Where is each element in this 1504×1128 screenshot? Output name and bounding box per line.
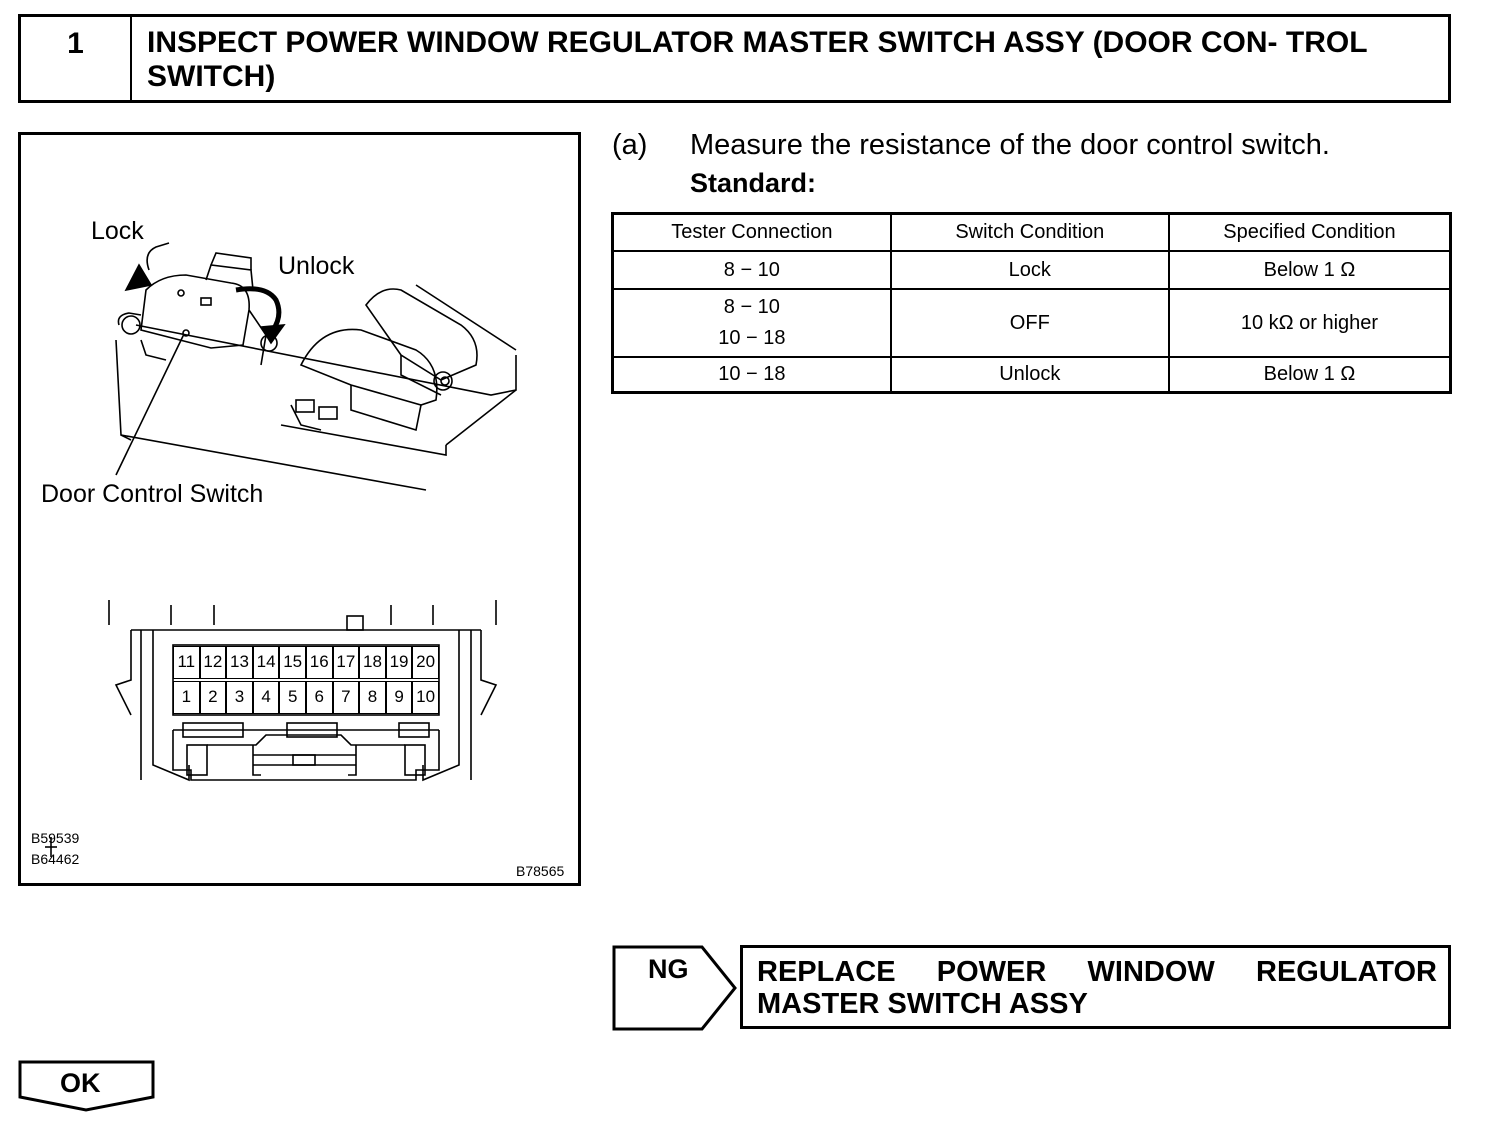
instruction-text: Measure the resistance of the door contr… xyxy=(690,129,1330,161)
unlock-label: Unlock xyxy=(278,252,355,280)
connector-pin: 3 xyxy=(226,681,253,714)
connector-pin: 5 xyxy=(279,681,306,714)
table-row: 8 − 10 Lock Below 1 Ω xyxy=(611,250,1452,290)
cell-connection: 10 − 18 xyxy=(611,356,892,394)
step-title: INSPECT POWER WINDOW REGULATOR MASTER SW… xyxy=(147,26,1367,93)
item-marker: (a) xyxy=(612,129,648,161)
connector-pin: 16 xyxy=(305,646,333,679)
table-row: 10 − 18 Unlock Below 1 Ω xyxy=(611,356,1452,394)
table-header-row: Tester Connection Switch Condition Speci… xyxy=(611,212,1452,252)
connector-pin: 1 xyxy=(173,681,200,714)
cell-connection-line: 10 − 18 xyxy=(718,327,786,349)
connector-pin: 19 xyxy=(385,646,413,679)
connector-pin: 4 xyxy=(252,681,280,714)
lock-label: Lock xyxy=(91,217,144,245)
spec-table: Tester Connection Switch Condition Speci… xyxy=(611,212,1452,394)
connector-pin: 2 xyxy=(199,681,227,714)
door-control-switch-label: Door Control Switch xyxy=(41,480,264,508)
connector-pin: 7 xyxy=(332,681,360,714)
cell-specified: Below 1 Ω xyxy=(1167,250,1452,290)
ng-action-line2: MASTER SWITCH ASSY xyxy=(757,988,1088,1020)
cell-connection: 8 − 10 10 − 18 xyxy=(611,288,892,358)
connector-pin: 20 xyxy=(412,646,439,679)
header-switch-condition: Switch Condition xyxy=(889,212,1170,252)
connector-pin: 17 xyxy=(332,646,360,679)
cell-connection: 8 − 10 xyxy=(611,250,892,290)
ok-label: OK xyxy=(60,1068,101,1098)
step-header: 1 INSPECT POWER WINDOW REGULATOR MASTER … xyxy=(18,14,1451,103)
step-number: 1 xyxy=(21,17,132,100)
table-row: 8 − 10 10 − 18 OFF 10 kΩ or higher xyxy=(611,288,1452,358)
connector-pin: 9 xyxy=(385,681,413,714)
header-tester-connection: Tester Connection xyxy=(611,212,892,252)
ng-action-box: REPLACE POWER WINDOW REGULATOR MASTER SW… xyxy=(740,945,1451,1029)
switch-illustration xyxy=(45,242,517,857)
connector-pin: 10 xyxy=(412,681,439,714)
ok-arrow-icon xyxy=(18,1060,155,1112)
connector-pin: 13 xyxy=(226,646,253,679)
standard-label: Standard: xyxy=(690,168,817,198)
connector-pin: 12 xyxy=(199,646,227,679)
figure-code-1: B59539 xyxy=(31,830,80,846)
connector-pin: 18 xyxy=(359,646,386,679)
cell-specified: 10 kΩ or higher xyxy=(1167,288,1452,358)
cell-condition: Unlock xyxy=(889,356,1170,394)
connector-pin: 6 xyxy=(305,681,333,714)
connector-pin: 14 xyxy=(252,646,280,679)
ng-arrow-icon xyxy=(612,945,737,1031)
figure-code-2: B64462 xyxy=(31,851,80,867)
connector-pin: 15 xyxy=(279,646,306,679)
cell-condition: OFF xyxy=(889,288,1170,358)
ng-action-line1: REPLACE POWER WINDOW REGULATOR xyxy=(757,956,1437,988)
connector-pin: 11 xyxy=(173,646,200,679)
cell-condition: Lock xyxy=(889,250,1170,290)
cell-specified: Below 1 Ω xyxy=(1167,356,1452,394)
figure-code-main: B78565 xyxy=(516,863,565,879)
header-specified-condition: Specified Condition xyxy=(1167,212,1452,252)
ng-label: NG xyxy=(648,954,689,984)
cell-connection-line: 8 − 10 xyxy=(723,296,780,318)
connector-pin: 8 xyxy=(359,681,386,714)
